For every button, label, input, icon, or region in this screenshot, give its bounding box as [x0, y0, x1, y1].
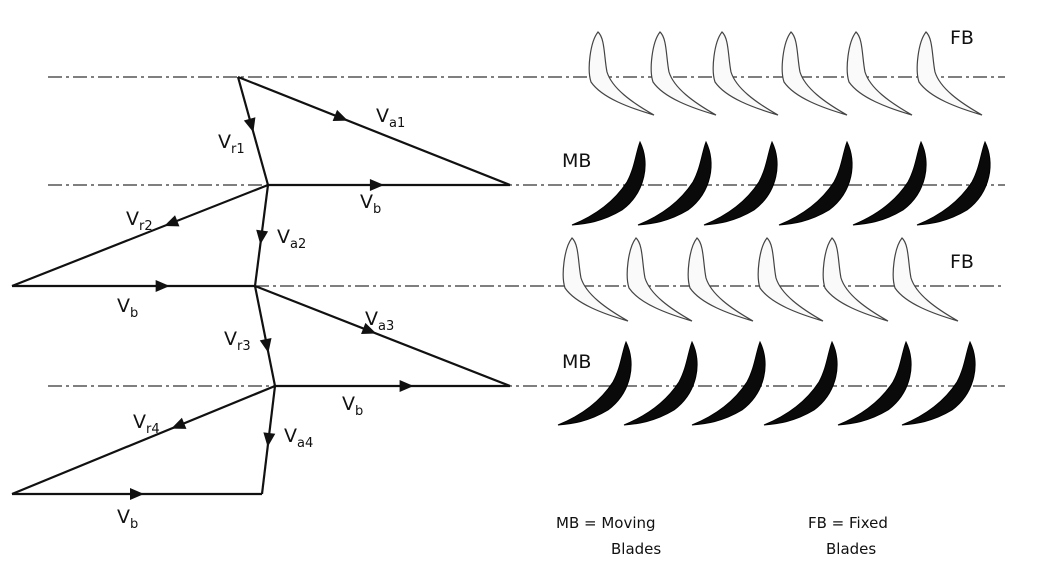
legend-fb-line1: FB = Fixed [808, 514, 888, 532]
label-va2: Va2 [277, 226, 306, 252]
center-lines [48, 76, 1005, 387]
moving-blade [852, 141, 927, 226]
vector-vr3 [253, 285, 277, 387]
legend-fb-line2: Blades [826, 540, 876, 558]
moving-blade [691, 341, 766, 426]
arrowhead-icon [130, 488, 144, 500]
vector-vr2 [11, 183, 269, 288]
row-label-mb-2: MB [562, 351, 591, 373]
moving-blade [703, 141, 778, 226]
label-vb3: Vb [342, 393, 363, 419]
moving-blade [901, 341, 976, 426]
moving-blade [623, 341, 698, 426]
legend: MB = Moving Blades FB = Fixed Blades [556, 514, 888, 558]
legend-mb-line1: MB = Moving [556, 514, 656, 532]
vector-vr4 [11, 384, 276, 496]
fixed-blade [687, 237, 754, 322]
label-vr2: Vr2 [126, 208, 153, 234]
arrowhead-icon [243, 117, 256, 133]
label-vb2: Vb [117, 295, 138, 321]
moving-blade [916, 141, 991, 226]
label-vr1: Vr1 [218, 131, 245, 157]
arrowhead-icon [164, 215, 180, 227]
label-vr3: Vr3 [224, 328, 251, 354]
fixed-blade [562, 237, 629, 322]
arrowhead-icon [256, 229, 269, 245]
arrowhead-icon [263, 432, 276, 447]
blade-rows [557, 31, 991, 426]
fixed-blade [892, 237, 959, 322]
label-va3: Va3 [365, 308, 394, 334]
moving-blade [837, 341, 912, 426]
row-label-fb-1: FB [950, 27, 974, 49]
vector-va1 [237, 75, 511, 187]
moving-blade [637, 141, 712, 226]
label-vb4: Vb [117, 506, 138, 532]
arrowhead-icon [259, 337, 272, 353]
label-va1: Va1 [376, 105, 405, 131]
fixed-blade [757, 237, 824, 322]
row-label-mb-1: MB [562, 150, 591, 172]
label-vr4: Vr4 [133, 411, 160, 437]
velocity-vectors [11, 75, 511, 500]
fixed-blade [712, 31, 779, 116]
label-va4: Va4 [284, 425, 313, 451]
fixed-blade [781, 31, 848, 116]
fixed-blade [846, 31, 913, 116]
arrowhead-icon [155, 280, 170, 292]
arrowhead-icon [361, 322, 377, 335]
vector-va3 [254, 284, 511, 388]
vector-labels: Va1 Vr1 Vb Vr2 Va2 Vb Va3 Vr3 Vb Vr4 Va4… [117, 105, 405, 532]
fixed-blade [626, 237, 693, 322]
fixed-blade [650, 31, 717, 116]
arrowhead-icon [399, 380, 414, 392]
label-vb1: Vb [360, 191, 381, 217]
fixed-blade [822, 237, 889, 322]
arrowhead-icon [369, 179, 384, 191]
moving-blade [778, 141, 853, 226]
legend-mb-line2: Blades [611, 540, 661, 558]
arrowhead-icon [332, 109, 348, 122]
moving-blade [763, 341, 838, 426]
fixed-blade [588, 31, 655, 116]
arrowhead-icon [171, 417, 187, 429]
row-label-fb-2: FB [950, 251, 974, 273]
